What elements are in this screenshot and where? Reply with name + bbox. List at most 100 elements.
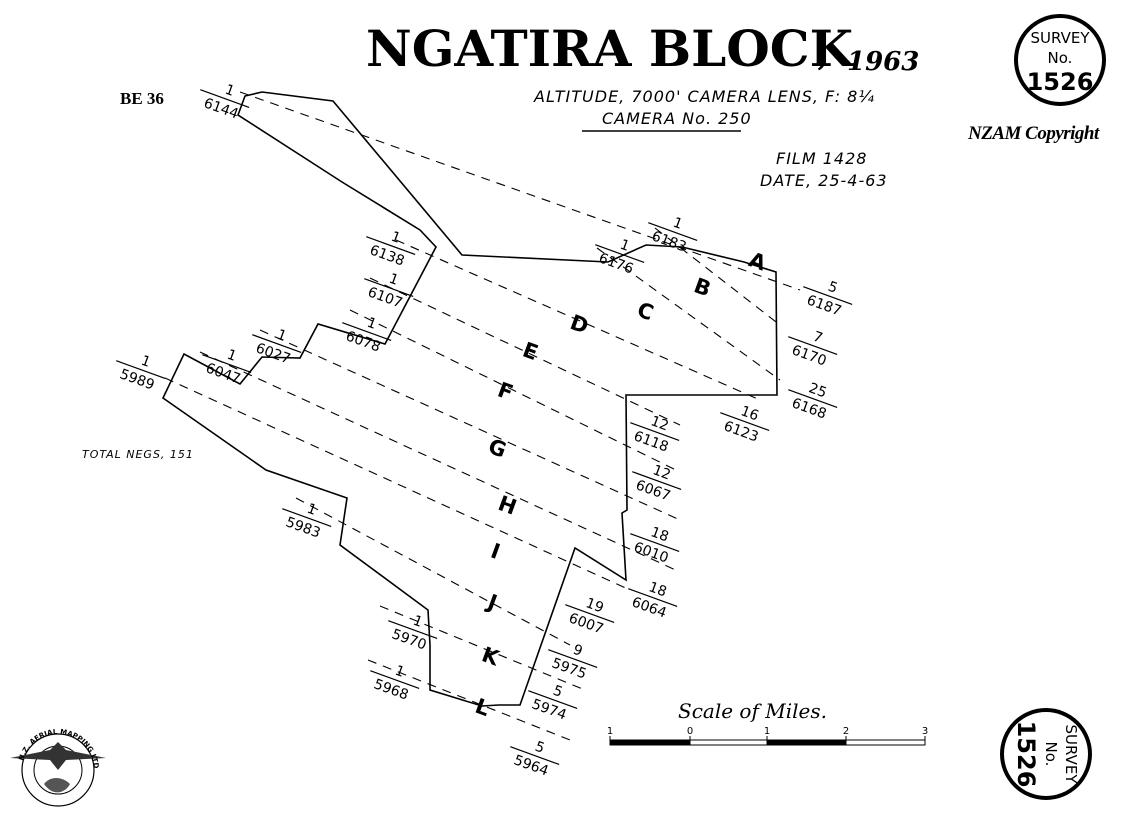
strip-a-end-first-frame: 5 xyxy=(826,279,840,297)
flight-line-c xyxy=(596,247,781,381)
strip-b-start-first-frame: 1 xyxy=(671,215,685,233)
copyright-notice: NZAM Copyright xyxy=(967,123,1100,144)
strip-i-end-divider xyxy=(565,604,615,624)
strip-h-end-first-frame: 18 xyxy=(647,579,669,600)
strip-f-start-negative: 6078 xyxy=(343,328,382,355)
scale-bar: Scale of Miles. 1 0 1 2 3 xyxy=(607,699,928,746)
sheet-code: BE 36 xyxy=(120,89,164,108)
strip-c-end-first-frame: 25 xyxy=(807,380,829,401)
survey-seal-bottom-line2: No. xyxy=(1042,742,1060,767)
survey-seal-bottom: SURVEY No. 1526 xyxy=(1000,708,1092,800)
strip-label-h: H xyxy=(495,491,520,520)
survey-seal-top-line2: No. xyxy=(1048,49,1073,67)
scale-tick-2: 1 xyxy=(764,726,770,737)
strip-b-start-negative: 6183 xyxy=(649,228,688,255)
flight-line-l xyxy=(367,659,571,741)
strip-k-start-negative: 5970 xyxy=(389,626,428,653)
strip-b-end-negative: 6170 xyxy=(789,342,828,369)
strip-h-end-divider xyxy=(628,588,678,608)
strip-c-start-divider xyxy=(595,244,645,264)
strip-l-end-divider xyxy=(510,746,560,766)
strip-h-start-negative: 6047 xyxy=(203,360,242,387)
strip-i-start-first-frame: 1 xyxy=(139,353,153,371)
strip-a-start-negative: 6144 xyxy=(201,95,240,122)
strip-h-start-divider xyxy=(202,354,252,374)
strip-label-a: A xyxy=(746,247,770,275)
strip-label-d: D xyxy=(567,310,592,339)
altitude-line: ALTITUDE, 7000' CAMERA LENS, F: 8¼ xyxy=(533,87,875,106)
strip-label-k: K xyxy=(479,642,503,670)
flight-line-f xyxy=(349,309,681,473)
strip-i-start-divider xyxy=(116,360,166,380)
page-title: NGATIRA BLOCK xyxy=(366,19,855,78)
strip-a-end-divider xyxy=(803,286,853,306)
strip-e-start-negative: 6107 xyxy=(365,284,404,311)
flight-line-h xyxy=(199,351,681,573)
strip-f-end-first-frame: 12 xyxy=(651,462,673,483)
strip-labels: A1614456187B1618376170C16176256168D16138… xyxy=(116,82,853,780)
strip-g-start-negative: 6027 xyxy=(253,340,292,367)
strip-a-end-negative: 6187 xyxy=(804,292,843,319)
flight-lines xyxy=(164,91,801,741)
camera-line: CAMERA No. 250 xyxy=(602,109,752,128)
flight-line-d xyxy=(395,239,761,401)
strip-a-start-first-frame: 1 xyxy=(223,82,237,100)
strip-d-end-first-frame: 16 xyxy=(739,403,761,424)
strip-f-end-divider xyxy=(632,471,682,491)
strip-e-start-first-frame: 1 xyxy=(387,271,401,289)
strip-j-start-negative: 5983 xyxy=(283,514,322,541)
wings-icon xyxy=(10,742,106,770)
strip-e-start-divider xyxy=(364,278,414,298)
strip-label-j: J xyxy=(483,589,500,615)
total-negatives: TOTAL NEGS, 151 xyxy=(82,448,194,461)
strip-b-end-first-frame: 7 xyxy=(811,329,825,347)
strip-i-end-first-frame: 19 xyxy=(584,595,606,616)
date-line: DATE, 25-4-63 xyxy=(760,171,888,190)
strip-label-c: C xyxy=(634,298,657,326)
strip-e-end-first-frame: 12 xyxy=(649,413,671,434)
strip-f-start-first-frame: 1 xyxy=(365,315,379,333)
strip-j-end-negative: 5975 xyxy=(549,655,588,682)
strip-d-start-negative: 6138 xyxy=(367,242,406,269)
block-boundary xyxy=(161,91,778,707)
strip-f-start-divider xyxy=(342,322,392,342)
strip-b-end-divider xyxy=(788,336,838,356)
strip-k-start-first-frame: 1 xyxy=(411,613,425,631)
strip-l-start-first-frame: 1 xyxy=(393,663,407,681)
strip-k-end-negative: 5974 xyxy=(529,696,568,723)
flight-line-b xyxy=(654,227,781,326)
film-line: FILM 1428 xyxy=(776,149,867,168)
strip-label-g: G xyxy=(485,434,509,462)
survey-seal-top: SURVEY No. 1526 xyxy=(1014,14,1106,106)
strip-j-end-first-frame: 9 xyxy=(571,642,585,660)
title-year: 1963 xyxy=(847,47,919,77)
flight-line-a xyxy=(239,91,801,291)
flight-line-g xyxy=(259,329,681,521)
strip-g-start-divider xyxy=(252,334,302,354)
scale-title: Scale of Miles. xyxy=(678,699,827,723)
strip-g-end-divider xyxy=(630,533,680,553)
strip-k-start-divider xyxy=(388,620,438,640)
strip-label-b: B xyxy=(691,273,714,301)
strip-l-end-first-frame: 5 xyxy=(533,739,547,757)
strip-g-start-first-frame: 1 xyxy=(275,327,289,345)
scale-tick-4: 3 xyxy=(922,726,928,737)
